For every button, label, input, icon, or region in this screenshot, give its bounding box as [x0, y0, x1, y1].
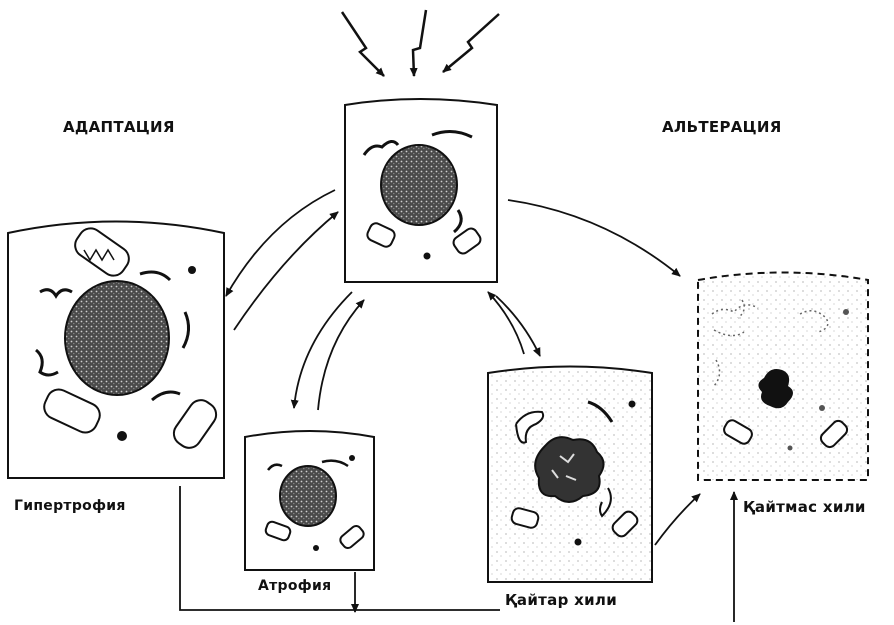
- arrow-reversible-to-normal: [488, 292, 524, 354]
- bolt-left: [342, 12, 384, 76]
- arrow-normal-to-hypertrophy: [226, 190, 335, 296]
- arrow-atrophy-to-normal: [318, 300, 364, 410]
- bolt-right: [443, 14, 499, 72]
- arrow-hypertrophy-to-normal: [234, 212, 338, 330]
- atrophy-nucleus: [280, 466, 336, 526]
- normal-cell-nucleus: [381, 145, 457, 225]
- reversible-label: Қайтар хили: [505, 591, 617, 609]
- adaptation-title: АДАПТАЦИЯ: [63, 118, 175, 136]
- irreversible-injury-cell: [698, 273, 868, 481]
- alteration-title: АЛЬТЕРАЦИЯ: [662, 118, 782, 136]
- arrow-normal-to-reversible: [496, 296, 540, 356]
- arrow-reversible-to-irreversible: [655, 494, 700, 545]
- hypertrophy-label: Гипертрофия: [14, 498, 126, 514]
- irreversible-label: Қайтмас хили: [743, 498, 866, 516]
- normal-cell: [345, 99, 497, 282]
- hypertrophy-cell: [8, 222, 224, 479]
- atrophy-label: Атрофия: [258, 578, 331, 594]
- hypertrophy-nucleus: [65, 281, 169, 395]
- atrophy-cell: [245, 431, 374, 570]
- bolt-middle: [413, 10, 426, 76]
- arrow-normal-to-atrophy: [294, 292, 352, 408]
- arrow-normal-to-irreversible: [508, 200, 680, 276]
- reversible-nucleus: [535, 437, 603, 502]
- reversible-injury-cell: [488, 367, 652, 583]
- stimulus-bolts: [342, 10, 499, 76]
